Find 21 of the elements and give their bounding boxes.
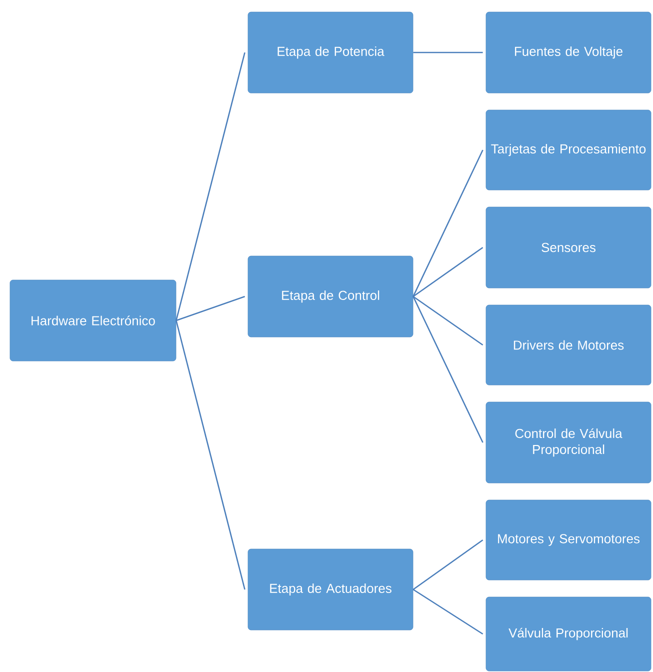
process-box: Motores y Servomotores: [486, 500, 652, 580]
process-box: Sensores: [486, 206, 652, 288]
process-box: Etapa de Control: [248, 256, 414, 338]
process-box: Válvula Proporcional: [486, 596, 652, 672]
connector-line: [413, 52, 483, 54]
process-box: Etapa de Actuadores: [248, 548, 414, 630]
connector-line: [412, 296, 484, 443]
process-box: Drivers de Motores: [486, 304, 652, 386]
connector-line: [176, 320, 246, 590]
process-box: Fuentes de Voltaje: [486, 12, 652, 94]
connector-line: [412, 150, 484, 297]
process-box: Etapa de Potencia: [248, 12, 414, 94]
process-box: Hardware Electrónico: [10, 280, 176, 362]
connector-line: [176, 296, 245, 322]
connector-line: [176, 52, 246, 321]
connector-line: [412, 588, 484, 635]
process-box: Control de Válvula Proporcional: [486, 402, 652, 484]
process-box: Tarjetas de Procesamiento: [486, 110, 652, 190]
connector-line: [412, 246, 484, 298]
connector-line: [412, 296, 484, 346]
connector-line: [412, 539, 484, 590]
